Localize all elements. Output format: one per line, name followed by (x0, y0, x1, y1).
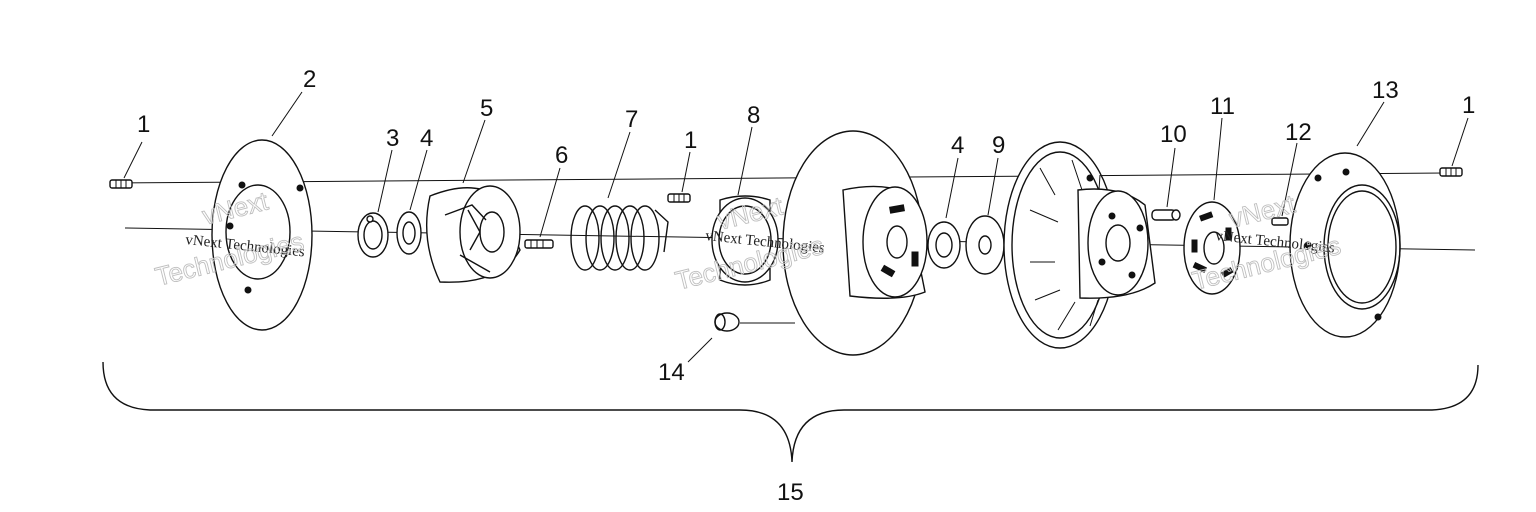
cover-plate-left (211, 139, 313, 331)
sheave-right (1003, 141, 1156, 349)
roller-pin (1151, 209, 1181, 221)
callout-5: 5 (480, 95, 493, 122)
spring (570, 205, 669, 271)
callout-12: 12 (1285, 119, 1312, 146)
spider (1183, 201, 1241, 295)
bolt-center (667, 193, 691, 203)
snap-ring (357, 212, 389, 258)
callout-11: 11 (1210, 93, 1235, 120)
callout-9: 9 (992, 132, 1005, 159)
callout-7: 7 (625, 106, 638, 133)
assembly-brace (102, 361, 1479, 463)
callout-13: 13 (1372, 77, 1399, 104)
callout-15: 15 (777, 479, 804, 506)
bolt-left (109, 179, 133, 189)
callout-1-center: 1 (684, 127, 697, 154)
pin (524, 239, 554, 249)
callout-1-left: 1 (137, 111, 150, 138)
small-bushing (714, 312, 740, 332)
callout-10: 10 (1160, 121, 1187, 148)
callout-3: 3 (386, 125, 399, 152)
leader-lines (123, 91, 1469, 363)
washer-left (396, 211, 422, 255)
callout-14: 14 (658, 359, 685, 386)
sheave-left (782, 130, 928, 356)
callout-6: 6 (555, 142, 568, 169)
callout-labels: 1 2 3 4 5 6 7 1 8 4 9 10 11 12 13 1 14 1… (137, 66, 1475, 506)
bolt-right (1439, 167, 1463, 177)
callout-2: 2 (303, 66, 316, 93)
small-screw (1271, 217, 1289, 226)
watermark-big-3a: vNext (1226, 188, 1298, 233)
washer-right (927, 221, 961, 269)
cam (426, 185, 521, 283)
callout-8: 8 (747, 102, 760, 129)
callout-1-right: 1 (1462, 92, 1475, 119)
callout-4-right: 4 (951, 132, 964, 159)
cover-plate-right (1289, 152, 1401, 338)
callout-4-left: 4 (420, 125, 433, 152)
bushing-ring (711, 195, 779, 286)
thrust-washer (965, 215, 1005, 275)
